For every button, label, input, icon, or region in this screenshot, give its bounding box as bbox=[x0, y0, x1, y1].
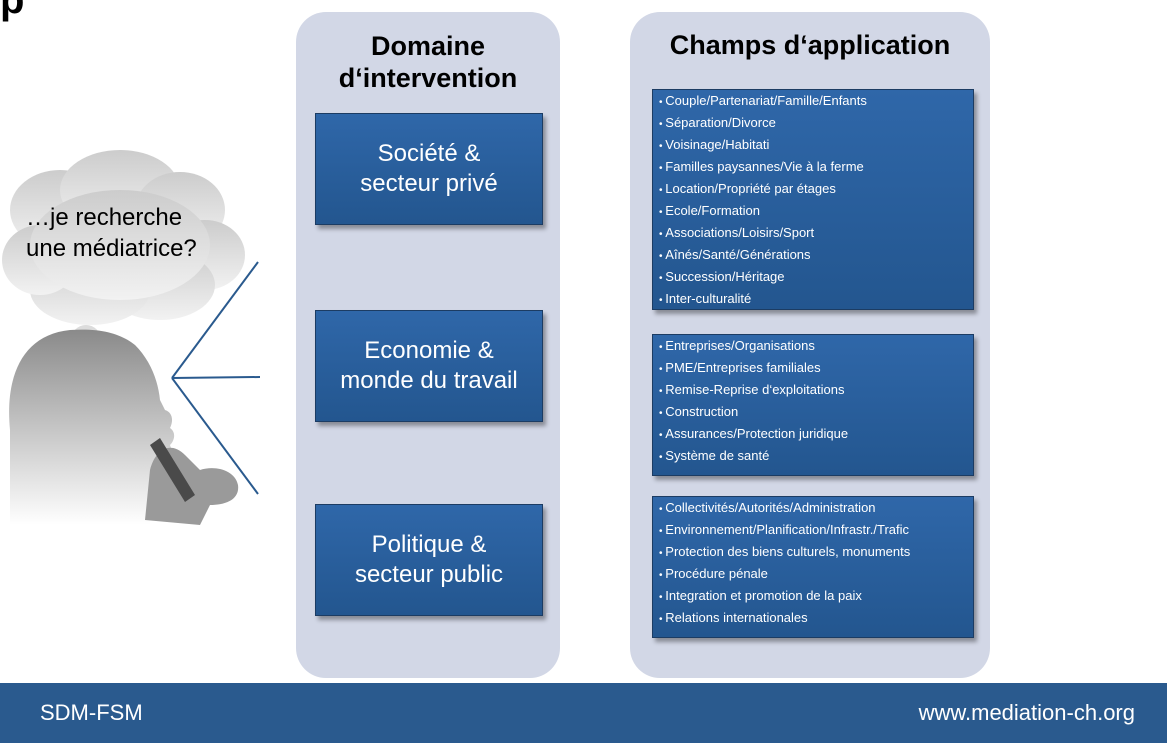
field-item: Associations/Loisirs/Sport bbox=[659, 225, 973, 247]
thinking-person-illustration bbox=[2, 150, 245, 525]
field-item: Relations internationales bbox=[659, 610, 973, 632]
fields-box-societe: Couple/Partenariat/Famille/Enfants Sépar… bbox=[652, 89, 974, 310]
fields-box-politique: Collectivités/Autorités/Administration E… bbox=[652, 496, 974, 638]
footer-bar: SDM-FSM www.mediation-ch.org bbox=[0, 683, 1167, 743]
fields-heading: Champs d‘application bbox=[669, 30, 951, 60]
field-item: Voisinage/Habitati bbox=[659, 137, 973, 159]
field-item: Protection des biens culturels, monument… bbox=[659, 544, 973, 566]
domain-box-economie: Economie & monde du travail bbox=[315, 310, 543, 422]
field-item: Entreprises/Organisations bbox=[659, 338, 973, 360]
field-item: Système de santé bbox=[659, 448, 973, 470]
field-item: Procédure pénale bbox=[659, 566, 973, 588]
domain-label-line2: secteur privé bbox=[360, 170, 498, 197]
field-item: Familles paysannes/Vie à la ferme bbox=[659, 159, 973, 181]
head-silhouette bbox=[9, 329, 180, 525]
field-item: Succession/Héritage bbox=[659, 269, 973, 291]
domain-box-politique: Politique & secteur public bbox=[315, 504, 543, 616]
domain-label-line1: Politique & bbox=[371, 531, 487, 558]
field-item: Aînés/Santé/Générations bbox=[659, 247, 973, 269]
domain-heading: Domaine d‘intervention bbox=[338, 31, 518, 93]
domain-box-societe: Société & secteur privé bbox=[315, 113, 543, 225]
field-item: Integration et promotion de la paix bbox=[659, 588, 973, 610]
thought-cloud bbox=[2, 150, 245, 325]
footer-website-link[interactable]: www.mediation-ch.org bbox=[918, 700, 1135, 725]
domain-label-line1: Société & bbox=[377, 140, 481, 167]
field-item: PME/Entreprises familiales bbox=[659, 360, 973, 382]
field-item: Collectivités/Autorités/Administration bbox=[659, 500, 973, 522]
fields-box-economie: Entreprises/Organisations PME/Entreprise… bbox=[652, 334, 974, 476]
field-item: Inter-culturalité bbox=[659, 291, 973, 313]
domain-label-line2: monde du travail bbox=[340, 367, 518, 394]
field-item: Séparation/Divorce bbox=[659, 115, 973, 137]
pen bbox=[150, 438, 195, 502]
field-item: Ecole/Formation bbox=[659, 203, 973, 225]
field-item: Remise-Reprise d‘exploitations bbox=[659, 382, 973, 404]
thought-text: …je recherche une médiatrice? bbox=[26, 204, 197, 262]
connector-lines bbox=[171, 261, 261, 495]
field-item: Environnement/Planification/Infrastr./Tr… bbox=[659, 522, 973, 544]
field-item: Couple/Partenariat/Famille/Enfants bbox=[659, 93, 973, 115]
field-item: Assurances/Protection juridique bbox=[659, 426, 973, 448]
footer-organization: SDM-FSM bbox=[40, 700, 143, 725]
title-fragment: p bbox=[0, 0, 25, 22]
field-item: Location/Propriété par étages bbox=[659, 181, 973, 203]
domain-label-line2: secteur public bbox=[354, 561, 504, 588]
field-item: Construction bbox=[659, 404, 973, 426]
domain-label-line1: Economie & bbox=[364, 337, 494, 364]
